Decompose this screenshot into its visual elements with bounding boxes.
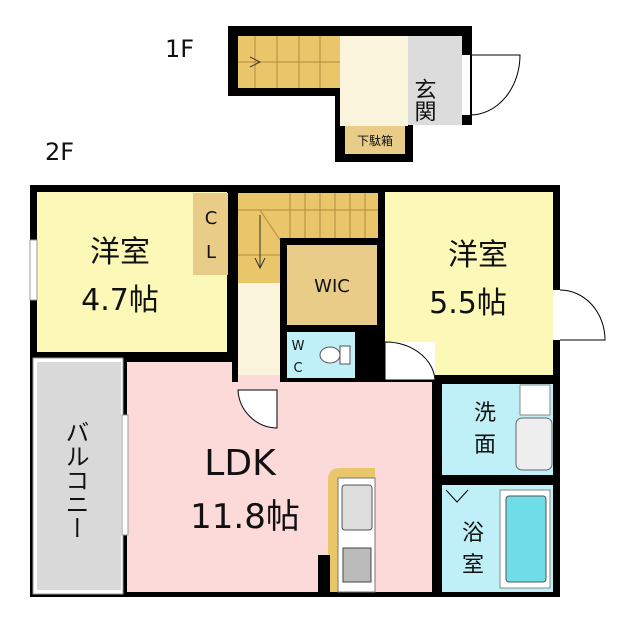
- floor-label-1f: 1F: [165, 35, 194, 63]
- stair-steps-2f: [238, 193, 378, 256]
- shoe-box-label: 下駄箱: [357, 133, 393, 148]
- room-name: 洋室: [90, 235, 150, 270]
- wc-label-c: C: [293, 361, 302, 376]
- door-swing-icon: [384, 341, 436, 381]
- closet-label-c: C: [205, 208, 218, 229]
- toilet-icon: [319, 346, 341, 364]
- room-size: 4.7帖: [81, 283, 159, 318]
- closet: [193, 193, 228, 275]
- wc-label-w: W: [292, 339, 305, 354]
- stove-icon: [342, 547, 372, 583]
- walk-in-closet: [287, 245, 377, 325]
- floor-label-2f: 2F: [45, 138, 74, 166]
- washing-machine-icon: [519, 384, 551, 416]
- entrance-label: 玄関: [411, 78, 436, 122]
- washroom-label: 面: [474, 433, 496, 458]
- front-door[interactable]: [462, 55, 470, 115]
- shoe-box: [345, 126, 405, 154]
- first-floor: 玄関 下駄箱: [228, 26, 521, 162]
- door-swing-icon: [559, 289, 606, 341]
- room-name: 洋室: [448, 238, 508, 273]
- balcony-label: バルコニー: [61, 420, 89, 540]
- folding-door-icon: [445, 489, 469, 503]
- entrance: [408, 36, 462, 125]
- hall-1f: [340, 36, 408, 126]
- washroom-label: 洗: [474, 401, 496, 426]
- stairs-2f: [238, 193, 378, 238]
- bathroom-label: 浴: [462, 521, 484, 546]
- stairs-arrow-icon: [254, 215, 266, 270]
- closet-label-l: L: [206, 242, 216, 263]
- stairs-arrow-icon: [249, 56, 262, 68]
- door-swing-icon: [237, 389, 278, 429]
- balcony: [37, 362, 121, 590]
- washbasin-icon: [515, 417, 553, 471]
- ldk: [127, 362, 432, 592]
- ldk-size: 11.8帖: [190, 497, 300, 537]
- room-size: 5.5帖: [429, 286, 507, 321]
- bathtub-icon: [505, 495, 547, 583]
- bathroom-label: 室: [462, 553, 484, 578]
- window: [29, 239, 38, 301]
- second-floor: バルコニー 洋室 4.7帖 C L WIC W C: [0, 185, 606, 598]
- door-swing-icon: [469, 54, 521, 116]
- balcony-window: [121, 414, 129, 536]
- stair-steps-1f: [238, 36, 340, 88]
- sink-icon: [341, 484, 373, 531]
- hallway: [238, 283, 280, 375]
- wic-label: WIC: [314, 276, 350, 297]
- ldk-name: LDK: [204, 443, 277, 484]
